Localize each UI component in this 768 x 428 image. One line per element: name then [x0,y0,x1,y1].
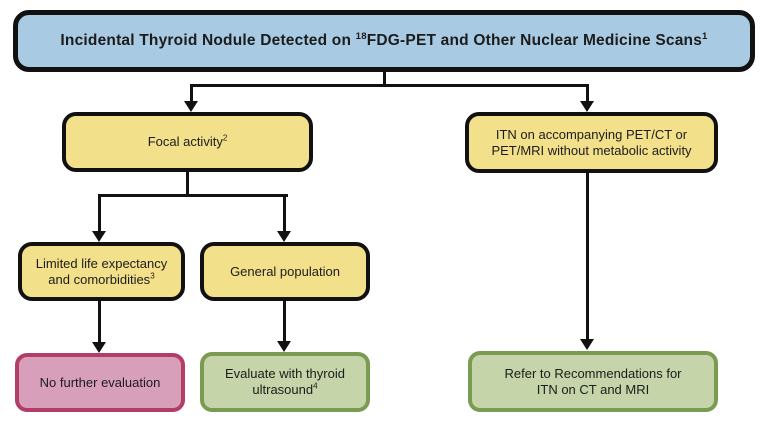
limited-life-line2: and comorbidities [48,271,151,287]
focal-activity-label: Focal activity2 [142,132,234,152]
node-general-population: General population [200,242,370,301]
evaluate-ultrasound-line2: ultrasound [252,382,314,397]
refer-recommendations-line2: ITN on CT and MRI [536,381,650,397]
evaluate-ultrasound-superscript: 4 [313,381,318,391]
node-no-further-evaluation: No further evaluation [15,353,185,412]
node-incidental-thyroid-title: Incidental Thyroid Nodule Detected on 18… [13,10,755,72]
arrowhead-no-further-evaluation [92,342,106,353]
itn-accompanying-line1: ITN on accompanying PET/CT or [495,126,688,142]
connector-to-itn-accompanying [586,84,589,102]
title-label: Incidental Thyroid Nodule Detected on 18… [54,30,713,53]
no-further-evaluation-label: No further evaluation [39,374,161,390]
connector-to-limited-life [98,194,101,232]
title-superscript-isotope: 18 [355,30,367,42]
arrowhead-focal-activity [184,101,198,112]
arrowhead-itn-accompanying [580,101,594,112]
general-population-label: General population [230,263,340,279]
connector-level2-horizontal [190,84,589,87]
connector-to-refer-recommendations [586,173,589,340]
limited-life-superscript: 3 [150,271,155,281]
arrowhead-general-population [277,231,291,242]
title-text-1: Incidental Thyroid Nodule Detected on [60,31,356,49]
refer-recommendations-line1: Refer to Recommendations for [504,365,682,381]
focal-activity-superscript: 2 [222,133,228,143]
connector-to-no-further-evaluation [98,301,101,343]
connector-level3-horizontal [98,194,288,197]
limited-life-line1: Limited life expectancy [35,255,168,271]
node-focal-activity: Focal activity2 [62,112,313,172]
arrowhead-refer-recommendations [580,339,594,350]
connector-to-general-population [283,194,286,232]
connector-to-evaluate-ultrasound [283,301,286,342]
connector-to-focal-activity [190,84,193,102]
connector-title-stub [383,71,386,87]
itn-accompanying-line2: PET/MRI without metabolic activity [491,142,692,158]
title-text-2: FDG-PET and Other Nuclear Medicine Scans [366,31,703,49]
evaluate-ultrasound-line1: Evaluate with thyroid [225,366,345,382]
connector-focal-stub [186,172,189,197]
arrowhead-limited-life [92,231,106,242]
title-superscript-footnote: 1 [702,30,708,42]
arrowhead-evaluate-ultrasound [277,341,291,352]
focal-activity-text: Focal activity [147,134,223,150]
